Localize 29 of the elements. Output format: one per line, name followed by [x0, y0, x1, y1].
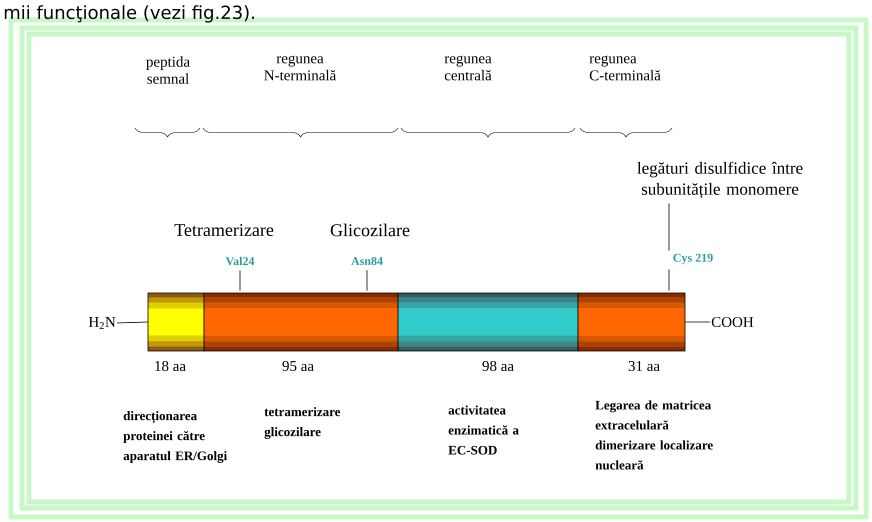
protein-segment [578, 292, 686, 352]
leader-line [116, 322, 148, 324]
function-text: direcționarea proteinei către aparatul ER/Golgi [123, 411, 228, 463]
terminus-label: H$_{2}$N [88, 317, 116, 329]
body-text: mii funcţionale (vezi fig.23). [4, 5, 254, 23]
annotation-text: legături disulfidice între subunitățile monomere [637, 162, 803, 198]
protein-segment [398, 292, 578, 352]
residue-label: Val24 [226, 256, 254, 266]
length-label: 95 aa [282, 360, 314, 372]
function-text: Legarea de matricea extracelulară dimerizare localizare nucleară [595, 400, 713, 470]
leader-line [668, 269, 670, 291]
region-label: regunea C-terminală [590, 56, 661, 80]
terminus-label: COOH [712, 316, 754, 328]
region-label: regunea N-terminală [264, 56, 336, 80]
length-label: 31 aa [628, 360, 660, 372]
protein-segment [148, 292, 204, 352]
leader-line [668, 203, 670, 251]
residue-label: Cys 219 [673, 254, 713, 264]
length-label: 98 aa [482, 360, 514, 372]
site-function-label: Glicozilare [330, 224, 410, 236]
leader-line [366, 270, 368, 291]
protein-segment [204, 292, 398, 352]
region-label: peptida semnal [146, 56, 190, 84]
length-label: 18 aa [155, 360, 186, 372]
region-label: regunea centrală [444, 56, 492, 80]
function-text: tetramerizare glicozilare [264, 407, 340, 439]
site-function-label: Tetramerizare [174, 224, 274, 236]
residue-label: Asn84 [351, 256, 383, 266]
function-text: activitatea enzimatică a EC-SOD [448, 405, 519, 455]
